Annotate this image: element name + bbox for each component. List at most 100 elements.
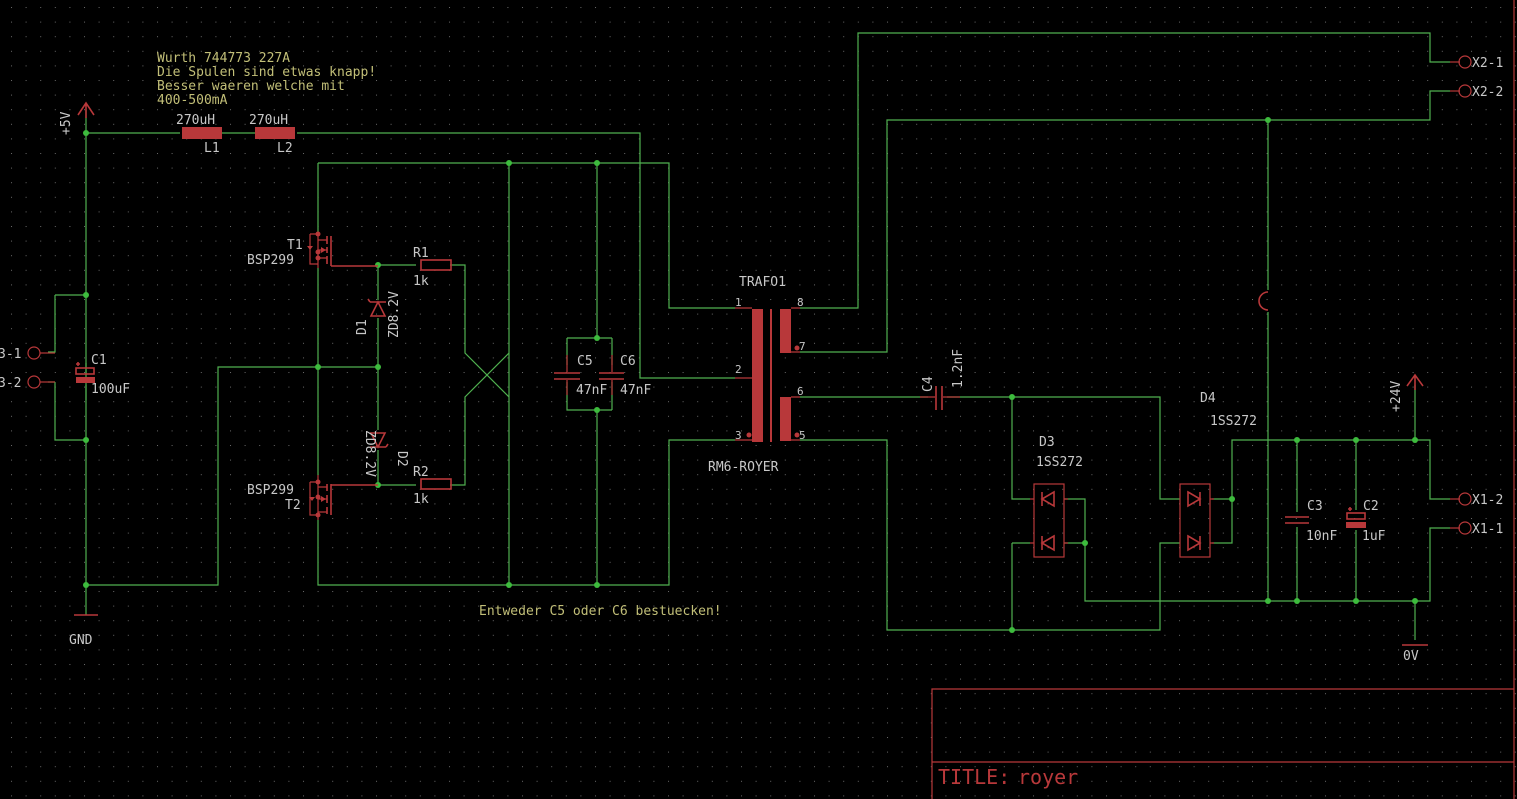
diode-D3-name: D3	[1039, 435, 1055, 450]
supply-plus5v[interactable]: +5V	[59, 101, 95, 135]
capacitor-C4-value: 1.2nF	[951, 349, 966, 388]
supply-plus24v-label: +24V	[1389, 381, 1404, 412]
capacitor-C6[interactable]: C6 47nF	[599, 354, 651, 398]
resistor-R2[interactable]: R2 1k	[413, 465, 452, 507]
transformer-pin-3: 3	[735, 429, 742, 442]
transformer-pin-2: 2	[735, 363, 742, 376]
title-block: TITLE: royer	[931, 688, 1514, 799]
connector-x2-2[interactable]: X2-2	[1450, 84, 1503, 100]
inductor-L1-value: 270uH	[176, 113, 215, 128]
resistor-icon	[420, 259, 452, 271]
capacitor-icon	[935, 386, 943, 410]
inductor-L2[interactable]: 270uH L2	[249, 113, 295, 156]
supply-arrow-icon	[1406, 373, 1424, 390]
inductor-icon	[255, 127, 295, 139]
capacitor-C5-value: 47nF	[576, 383, 607, 398]
inductor-L2-value: 270uH	[249, 113, 288, 128]
supply-plus24v[interactable]: +24V	[1389, 373, 1424, 412]
zener-diode-icon	[369, 432, 389, 449]
connector-x3-1[interactable]: 3-1	[0, 346, 55, 362]
connector-x2-2-label: X2-2	[1472, 85, 1503, 100]
capacitor-C2-name: C2	[1363, 499, 1379, 514]
connector-x1-2-label: X1-2	[1472, 493, 1503, 508]
transformer-TRAFO1[interactable]: TRAFO1 RM6-ROYER 1 2 3 8 7 6 5	[708, 275, 806, 475]
inductor-L1[interactable]: 270uH L1	[176, 113, 222, 156]
capacitor-C2[interactable]: C2 1uF	[1346, 499, 1386, 544]
wires	[48, 32, 1450, 640]
inductor-L1-name: L1	[204, 141, 220, 156]
connector-x1-1[interactable]: X1-1	[1450, 521, 1503, 537]
mosfet-T1[interactable]: T1 BSP299	[247, 231, 378, 269]
transformer-pin-7: 7	[799, 340, 806, 353]
diode-D3-value: 1SS272	[1036, 455, 1083, 470]
capacitor-icon	[1285, 516, 1309, 524]
connector-x3-2[interactable]: 3-2	[0, 375, 55, 391]
mosfet-T1-name: T1	[287, 238, 303, 253]
transformer-value: RM6-ROYER	[708, 460, 779, 475]
diode-D4-name: D4	[1200, 391, 1216, 406]
transformer-name: TRAFO1	[739, 275, 786, 290]
zener-D2-name: D2	[394, 451, 409, 467]
mosfet-T1-value: BSP299	[247, 253, 294, 268]
capacitor-C4-name: C4	[921, 376, 936, 392]
mosfet-T2-name: T2	[285, 498, 301, 513]
capacitor-C1[interactable]: C1 100uF	[75, 353, 130, 397]
transformer-pin-6: 6	[797, 385, 804, 398]
dual-diode-icon	[1030, 483, 1068, 558]
zener-D1-value: ZD8.2V	[387, 291, 402, 338]
supply-arrow-icon	[77, 101, 95, 118]
title-label: TITLE:	[938, 765, 1010, 789]
title-value: royer	[1018, 765, 1078, 789]
capacitor-icon	[599, 372, 624, 380]
connector-x3-2-label: 3-2	[0, 376, 21, 391]
resistor-icon	[420, 478, 452, 490]
capacitor-icon	[554, 372, 580, 380]
connector-x1-2[interactable]: X1-2	[1450, 492, 1503, 508]
zener-D1[interactable]: D1 ZD8.2V	[355, 291, 402, 338]
wire-crossing-arc-icon	[1258, 291, 1269, 311]
transformer-pin-8: 8	[797, 296, 804, 309]
dual-diode-icon	[1179, 483, 1214, 558]
electrolytic-capacitor-icon	[75, 367, 95, 375]
connector-x2-1-label: X2-1	[1472, 56, 1503, 71]
diode-D4[interactable]: D4 1SS272	[1179, 391, 1257, 558]
capacitor-C6-value: 47nF	[620, 383, 651, 398]
diode-D3[interactable]: D3 1SS272	[1030, 435, 1083, 558]
zener-D2-value: ZD8.2V	[362, 430, 377, 477]
supply-0v-label: 0V	[1403, 649, 1419, 664]
mosfet-T2-value: BSP299	[247, 483, 294, 498]
junctions	[83, 117, 1418, 633]
connector-x1-1-label: X1-1	[1472, 522, 1503, 537]
coil-note-line-3: Besser waeren welche mit	[157, 79, 345, 94]
mosfet-T2[interactable]: BSP299 T2	[247, 475, 378, 520]
resistor-R2-name: R2	[413, 465, 429, 480]
connector-pad-icon	[1458, 55, 1472, 69]
capacitor-C1-value: 100uF	[91, 382, 130, 397]
capacitor-C5[interactable]: C5 47nF	[554, 354, 607, 398]
inductor-L2-name: L2	[277, 141, 293, 156]
zener-diode-icon	[367, 298, 387, 317]
transformer-pin-1: 1	[735, 296, 742, 309]
connector-x2-1[interactable]: X2-1	[1450, 55, 1503, 71]
capacitor-C3[interactable]: C3 10nF	[1285, 499, 1337, 544]
connector-pad-icon	[1458, 492, 1472, 506]
supply-gnd[interactable]: GND	[69, 614, 98, 648]
supply-plus5v-label: +5V	[59, 111, 74, 135]
supply-gnd-label: GND	[69, 633, 93, 648]
coil-note-line-4: 400-500mA	[157, 93, 228, 108]
mosfet-icon	[307, 231, 378, 268]
capacitor-C2-value: 1uF	[1362, 529, 1386, 544]
resistor-R2-value: 1k	[413, 492, 429, 507]
capacitor-C1-name: C1	[91, 353, 107, 368]
resistor-R1[interactable]: R1 1k	[413, 246, 452, 289]
electrolytic-capacitor-icon	[1346, 512, 1366, 520]
transformer-icon	[735, 307, 800, 442]
supply-0v[interactable]: 0V	[1402, 644, 1428, 664]
capacitor-C3-value: 10nF	[1306, 529, 1337, 544]
zener-D2[interactable]: D2 ZD8.2V	[362, 430, 409, 477]
inductor-icon	[182, 127, 222, 139]
capacitor-C4[interactable]: C4 1.2nF	[920, 349, 966, 410]
transformer-pin-5: 5	[799, 429, 806, 442]
connector-x3-1-label: 3-1	[0, 347, 21, 362]
